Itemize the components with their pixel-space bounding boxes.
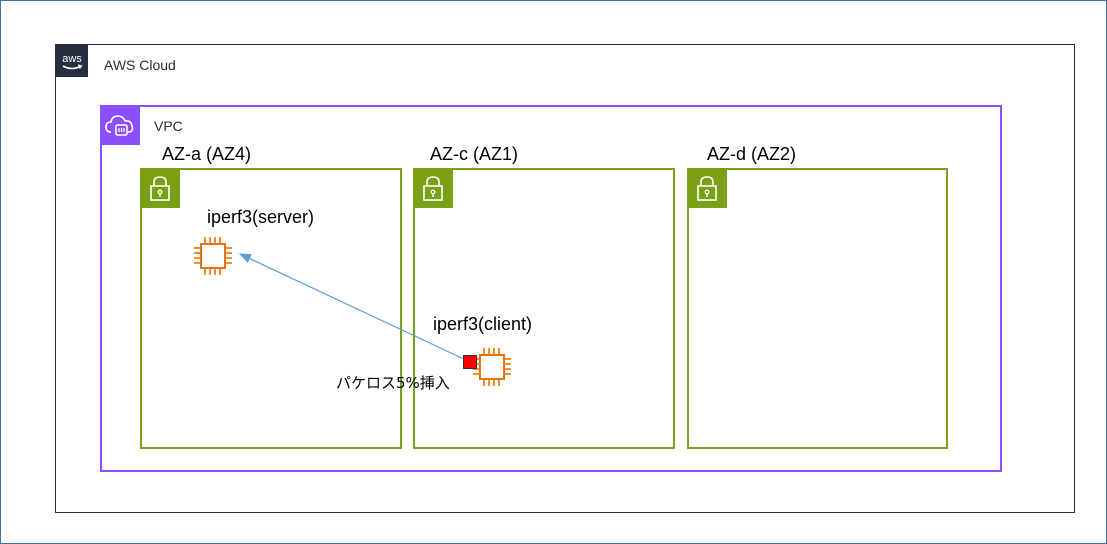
az-title-c: AZ-c (AZ1) (430, 144, 518, 164)
aws-cloud-label: AWS Cloud (104, 57, 176, 73)
ec2-instance-icon (473, 348, 511, 386)
vpc-cloud-icon (100, 105, 140, 145)
aws-cloud-group: aws AWS Cloud (55, 44, 1075, 513)
az-title-a: AZ-a (AZ4) (162, 144, 252, 164)
subnet-az-c (413, 168, 675, 449)
client-instance-label: iperf3(client) (433, 314, 533, 334)
subnet-az-d (687, 168, 948, 449)
packet-loss-marker (463, 355, 477, 369)
subnet-lock-icon (687, 168, 727, 208)
packet-loss-annotation: パケロス5%挿入 (336, 374, 450, 392)
svg-text:aws: aws (62, 53, 82, 65)
aws-logo-icon: aws (56, 45, 88, 77)
vpc-label: VPC (154, 118, 183, 134)
vpc-group: VPC (100, 105, 1002, 472)
traffic-arrow (238, 253, 467, 361)
server-instance-label: iperf3(server) (207, 207, 315, 227)
ec2-instance-icon (194, 237, 232, 275)
subnet-lock-icon (140, 168, 180, 208)
subnet-az-a (140, 168, 402, 449)
az-title-d: AZ-d (AZ2) (707, 144, 797, 164)
subnet-lock-icon (413, 168, 453, 208)
